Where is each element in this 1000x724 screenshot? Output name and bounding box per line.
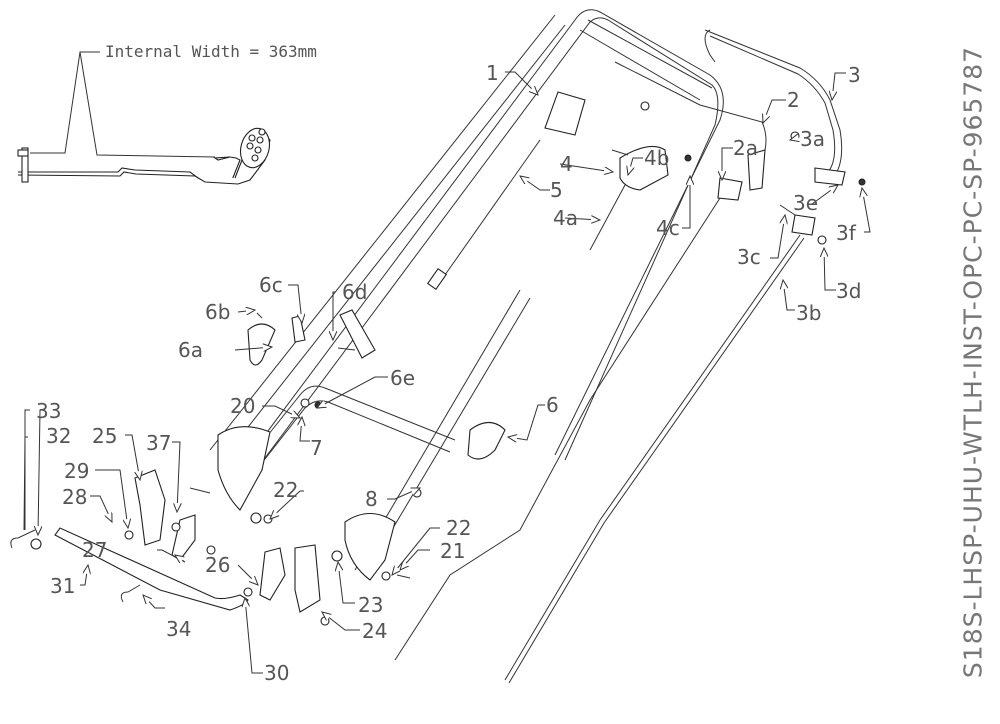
callout-4b: 4b <box>644 146 669 170</box>
callout-6a: 6a <box>178 338 203 362</box>
callout-23: 23 <box>358 593 383 617</box>
callout-32: 32 <box>46 424 71 448</box>
callout-8: 8 <box>365 487 378 511</box>
callout-4a: 4a <box>553 206 578 230</box>
callout-2: 2 <box>787 88 800 112</box>
callout-34: 34 <box>166 617 191 641</box>
inset-width-note: Internal Width = 363mm <box>105 42 317 61</box>
callout-3f: 3f <box>836 221 857 245</box>
callout-6b: 6b <box>205 300 230 324</box>
callout-20: 20 <box>230 394 255 418</box>
callout-28: 28 <box>62 485 87 509</box>
inset-pedal-bar <box>17 51 271 185</box>
height-plate-left <box>217 426 271 511</box>
callout-3: 3 <box>848 63 861 87</box>
handle-knob-6a <box>247 323 276 366</box>
clip-6c <box>291 315 306 343</box>
callout-1: 1 <box>486 61 499 85</box>
link-26 <box>259 547 286 601</box>
control-bail-bar <box>704 29 846 186</box>
callout-6: 6 <box>546 393 559 417</box>
callout-leaders <box>23 71 871 674</box>
throttle-lever <box>619 145 669 191</box>
callout-24: 24 <box>362 619 387 643</box>
callout-3e: 3e <box>793 191 818 215</box>
callout-3d: 3d <box>836 279 861 303</box>
callout-27: 27 <box>82 538 107 562</box>
handle-knob-6 <box>467 421 506 460</box>
callout-26: 26 <box>205 553 230 577</box>
callout-7: 7 <box>310 436 323 460</box>
callout-3b: 3b <box>796 301 821 325</box>
fasteners <box>10 101 866 626</box>
callout-25: 25 <box>92 424 117 448</box>
callout-3a: 3a <box>800 127 825 151</box>
callout-5: 5 <box>550 178 563 202</box>
callout-37: 37 <box>146 431 171 455</box>
callout-33: 33 <box>36 399 61 423</box>
throttle-cable <box>589 184 626 251</box>
bracket-25 <box>134 469 166 546</box>
height-plate-right <box>344 512 396 581</box>
callout-6e: 6e <box>390 366 415 390</box>
lever-bracket <box>747 149 766 191</box>
callout-6c: 6c <box>259 273 283 297</box>
callout-6d: 6d <box>342 280 367 304</box>
link-27 <box>171 514 196 561</box>
cable-clip-block <box>544 91 586 136</box>
callout-3c: 3c <box>737 245 761 269</box>
callout-29: 29 <box>64 459 89 483</box>
callout-31: 31 <box>50 574 75 598</box>
callout-22-lower: 22 <box>446 516 471 540</box>
bracket-24 <box>294 544 321 613</box>
callout-2a: 2a <box>733 136 758 160</box>
grip-sleeve-6d <box>339 309 376 359</box>
callout-21: 21 <box>440 539 465 563</box>
callout-4: 4 <box>560 152 573 176</box>
callout-22-upper: 22 <box>273 478 298 502</box>
upper-handle-frame <box>209 9 724 463</box>
callout-4c: 4c <box>656 216 680 240</box>
callout-30: 30 <box>264 661 289 685</box>
